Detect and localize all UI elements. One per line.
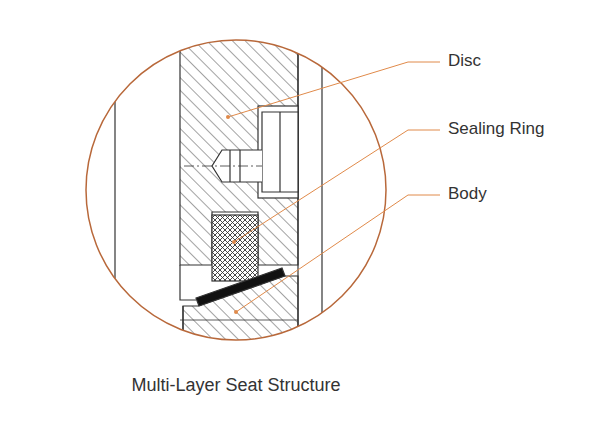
leader-dots xyxy=(226,115,238,314)
section-view xyxy=(115,20,322,360)
leader-line xyxy=(228,62,440,117)
detail-circle xyxy=(86,40,386,340)
leader-line xyxy=(234,130,440,242)
center-line xyxy=(184,166,262,167)
leader-lines xyxy=(228,62,440,312)
body-line xyxy=(321,20,322,360)
joint-line xyxy=(180,320,298,321)
gasket xyxy=(196,268,285,306)
part-label: Sealing Ring xyxy=(448,119,544,139)
leader-dot xyxy=(232,240,236,244)
leader-dot xyxy=(234,310,238,314)
screw-shank xyxy=(212,150,262,182)
leader-line xyxy=(236,195,440,312)
disc-step xyxy=(180,265,196,300)
screw-head xyxy=(262,112,298,192)
sealing-ring xyxy=(212,215,258,281)
leader-dot xyxy=(226,115,230,119)
bore-line xyxy=(114,20,115,360)
part-label: Disc xyxy=(448,51,481,71)
screw-socket-line xyxy=(279,112,280,192)
body-line xyxy=(182,306,183,360)
part-label: Body xyxy=(448,184,487,204)
counterbore xyxy=(258,106,298,198)
caption: Multi-Layer Seat Structure xyxy=(131,375,340,397)
